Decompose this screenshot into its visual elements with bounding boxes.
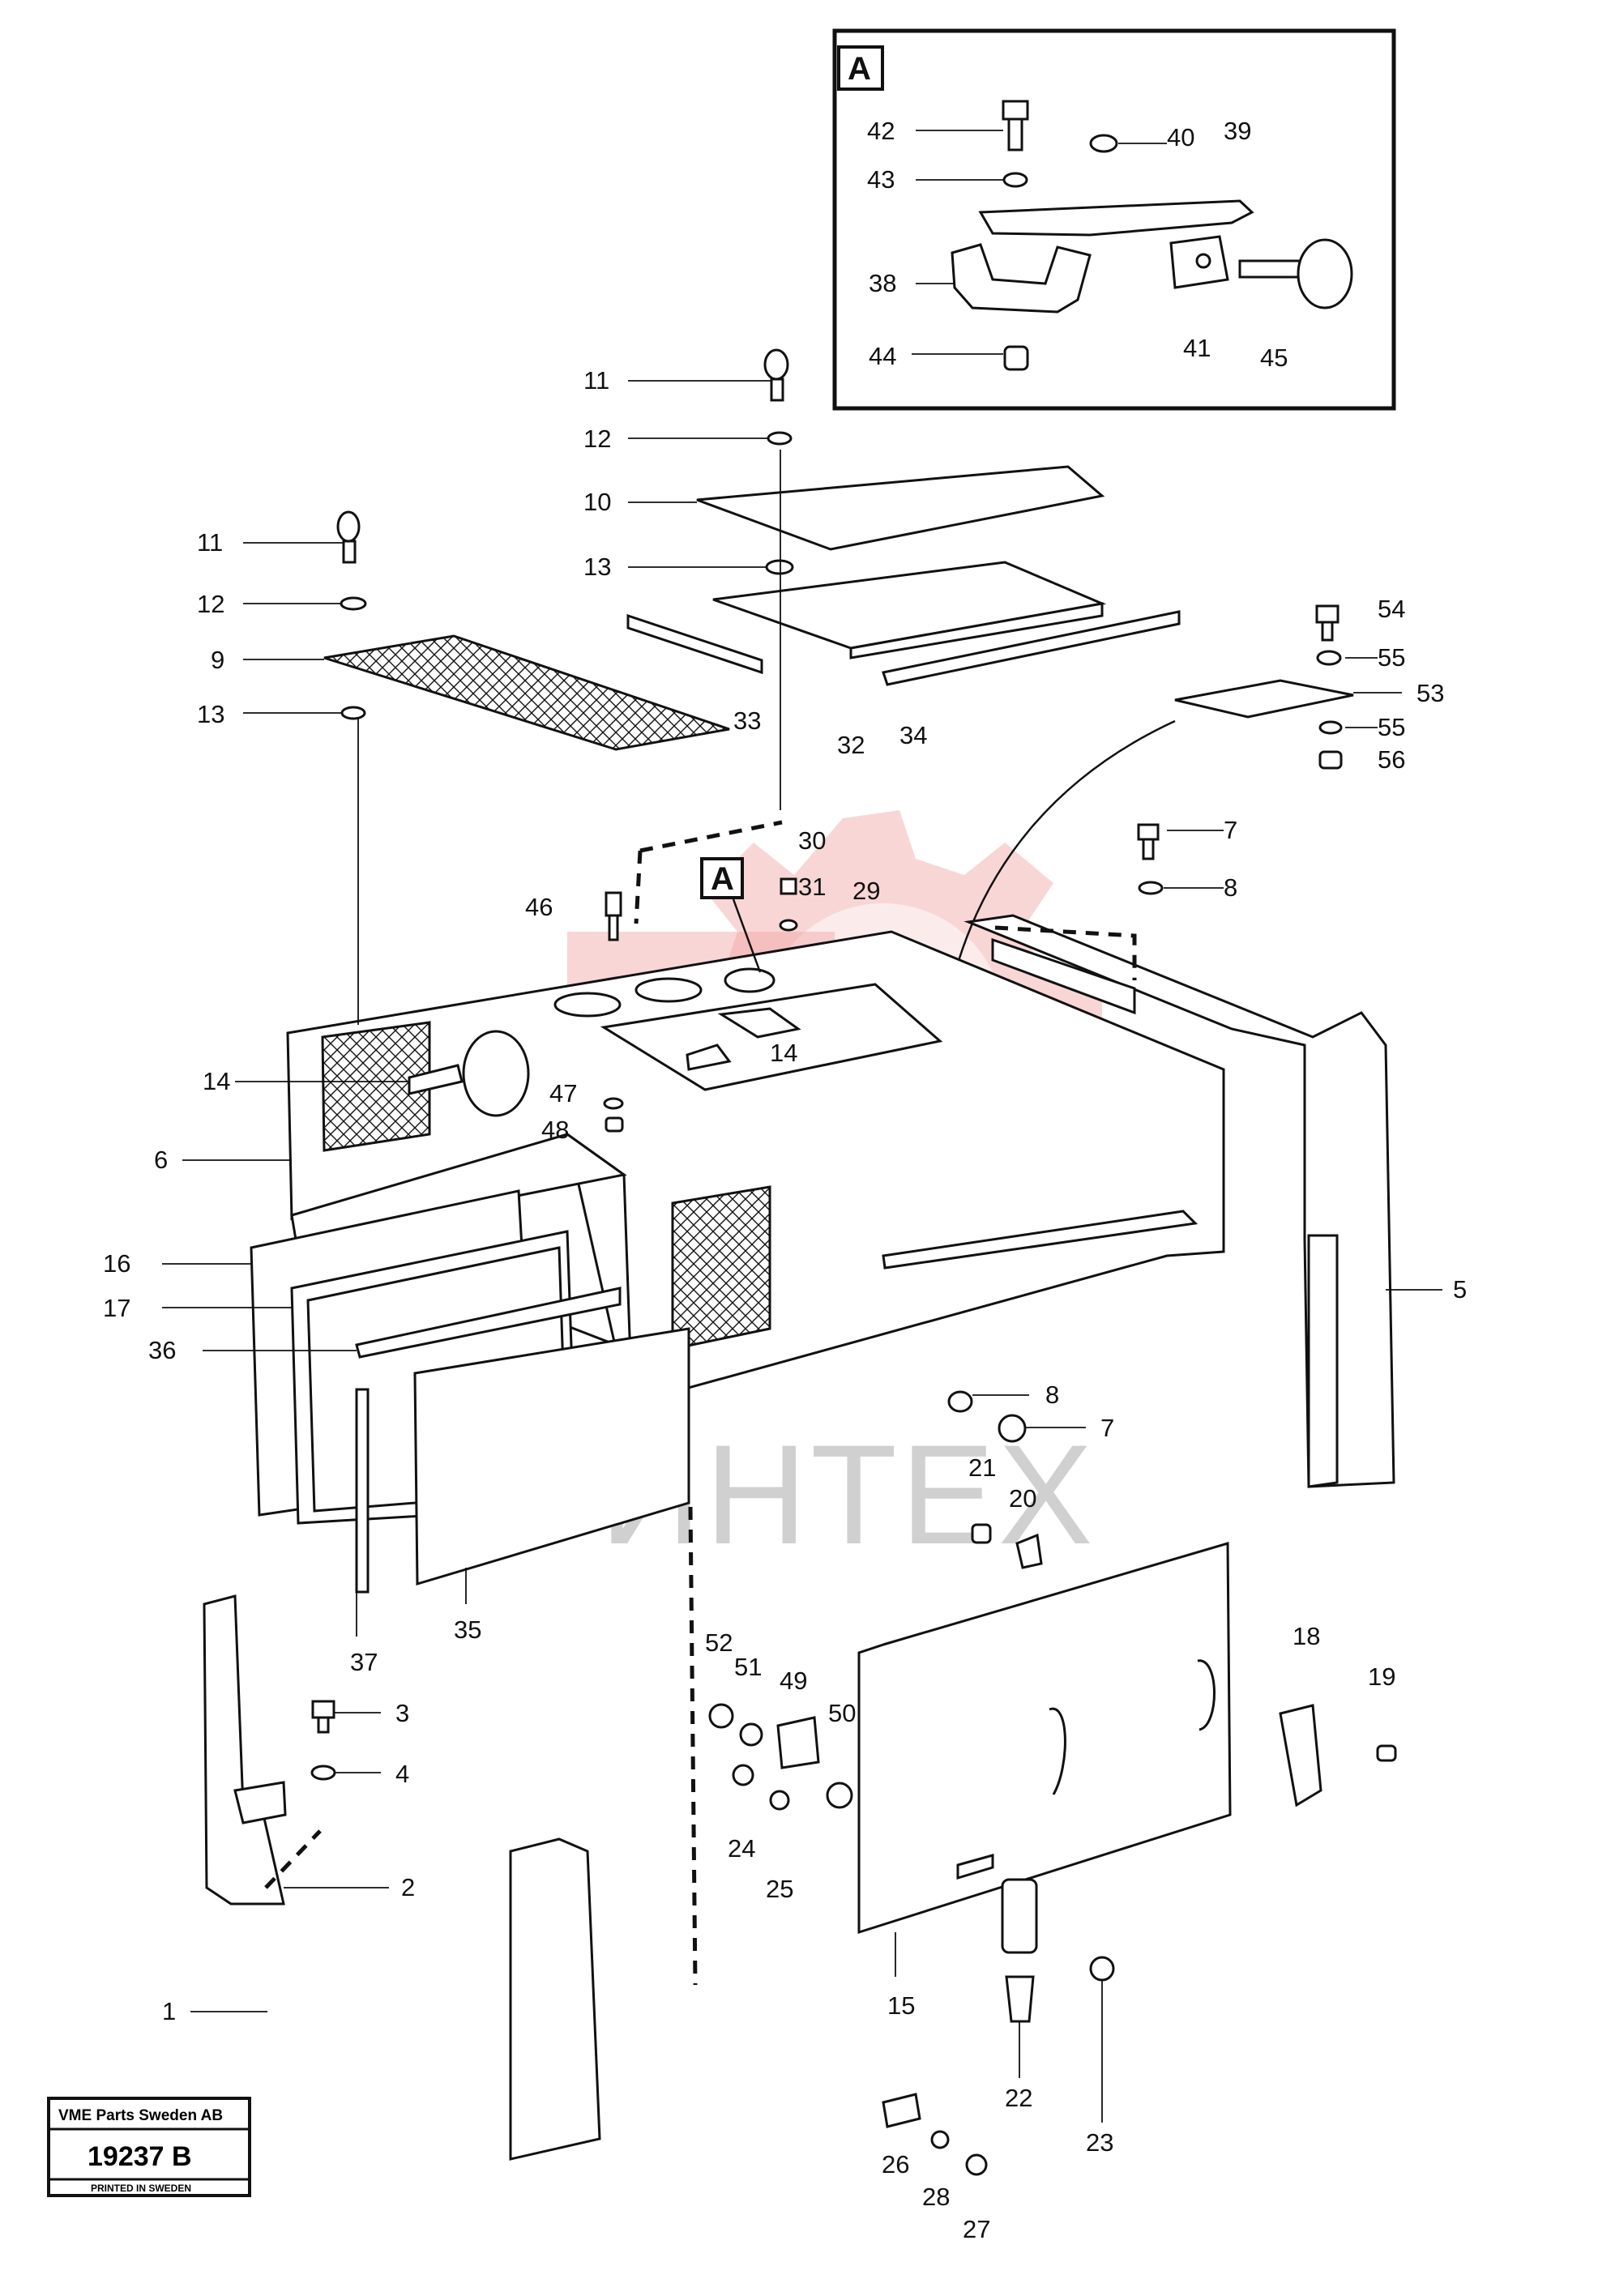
callout-39: 39 xyxy=(1224,117,1251,145)
callout-11-upper: 11 xyxy=(583,366,609,395)
callout-49: 49 xyxy=(780,1667,807,1695)
callout-14-left: 14 xyxy=(203,1067,230,1095)
latch-parts xyxy=(882,1878,1115,2176)
callout-8-lower: 8 xyxy=(1045,1381,1059,1409)
callout-labels: 42 40 39 43 38 41 45 44 11 12 10 13 11 1… xyxy=(103,117,1467,2243)
top-cover-parts xyxy=(323,348,1181,751)
stamp-note: PRINTED IN SWEDEN xyxy=(91,2183,191,2194)
callout-4: 4 xyxy=(395,1760,409,1788)
callout-56: 56 xyxy=(1378,745,1405,774)
callout-5: 5 xyxy=(1453,1275,1467,1304)
callout-23: 23 xyxy=(1086,2128,1113,2157)
callout-28: 28 xyxy=(922,2183,950,2211)
callout-15: 15 xyxy=(887,1991,915,2020)
callout-6: 6 xyxy=(154,1146,168,1174)
stamp-number: 19237 B xyxy=(88,2141,192,2172)
callout-22: 22 xyxy=(1005,2084,1032,2112)
callout-13-upper: 13 xyxy=(583,553,611,581)
callout-24: 24 xyxy=(728,1834,755,1863)
callout-48: 48 xyxy=(541,1116,569,1144)
callout-14-center: 14 xyxy=(770,1039,797,1067)
callout-38: 38 xyxy=(869,269,896,297)
callout-50: 50 xyxy=(828,1699,856,1727)
callout-1: 1 xyxy=(162,1997,176,2025)
callout-31: 31 xyxy=(798,873,826,901)
callout-19: 19 xyxy=(1368,1662,1395,1691)
callout-46: 46 xyxy=(525,893,553,921)
callout-40: 40 xyxy=(1167,123,1194,152)
callout-54: 54 xyxy=(1378,595,1405,623)
callout-30: 30 xyxy=(798,826,826,855)
front-panel xyxy=(857,1542,1397,1935)
callout-47: 47 xyxy=(549,1079,577,1107)
callout-34: 34 xyxy=(899,721,927,749)
callout-55-upper: 55 xyxy=(1378,643,1405,672)
callout-51: 51 xyxy=(734,1653,762,1681)
callout-13-left: 13 xyxy=(197,700,224,728)
inset-parts xyxy=(951,100,1353,371)
callout-25: 25 xyxy=(766,1875,793,1903)
drawing-stamp: VME Parts Sweden AB 19237 B PRINTED IN S… xyxy=(47,2097,251,2197)
callout-11-left: 11 xyxy=(197,528,223,557)
side-door-assembly xyxy=(250,1189,690,1594)
assembly-lines xyxy=(264,450,1137,1986)
callout-45: 45 xyxy=(1260,344,1288,372)
callout-7-upper: 7 xyxy=(1224,816,1237,844)
callout-8-upper: 8 xyxy=(1224,873,1237,902)
callout-36: 36 xyxy=(148,1336,176,1364)
callout-2: 2 xyxy=(401,1873,415,1901)
callout-leaders xyxy=(162,130,1442,2123)
callout-55-lower: 55 xyxy=(1378,713,1405,741)
callout-42: 42 xyxy=(867,117,895,145)
callout-43: 43 xyxy=(867,165,895,194)
callout-7-lower: 7 xyxy=(1100,1414,1114,1442)
callout-18: 18 xyxy=(1292,1622,1320,1650)
callout-29: 29 xyxy=(852,877,880,905)
callout-32: 32 xyxy=(837,731,865,759)
callout-9: 9 xyxy=(211,646,224,674)
callout-35: 35 xyxy=(454,1615,481,1644)
stamp-company: VME Parts Sweden AB xyxy=(58,2107,223,2124)
hinge-parts xyxy=(708,1703,853,1811)
callout-53: 53 xyxy=(1416,679,1444,707)
support-brackets xyxy=(203,1594,601,2161)
detail-marker: A xyxy=(700,857,762,973)
callout-17: 17 xyxy=(103,1294,130,1322)
callout-27: 27 xyxy=(963,2215,990,2243)
detail-inset-box: A xyxy=(832,28,1396,411)
callout-10: 10 xyxy=(583,488,611,516)
callout-41: 41 xyxy=(1183,334,1211,362)
hardware-center xyxy=(947,1390,1043,1569)
callout-12-upper: 12 xyxy=(583,425,611,453)
callout-44: 44 xyxy=(869,342,896,370)
callout-12-left: 12 xyxy=(197,590,224,618)
callout-3: 3 xyxy=(395,1699,409,1727)
callout-20: 20 xyxy=(1009,1484,1036,1513)
inset-label: A xyxy=(848,51,871,87)
callout-16: 16 xyxy=(103,1249,130,1278)
callout-21: 21 xyxy=(968,1453,996,1482)
callout-26: 26 xyxy=(882,2150,909,2179)
mount-plate-parts xyxy=(934,604,1354,1031)
callout-37: 37 xyxy=(350,1648,378,1676)
callout-52: 52 xyxy=(705,1628,733,1657)
callout-33: 33 xyxy=(733,706,761,735)
detail-marker-label: A xyxy=(711,861,734,897)
